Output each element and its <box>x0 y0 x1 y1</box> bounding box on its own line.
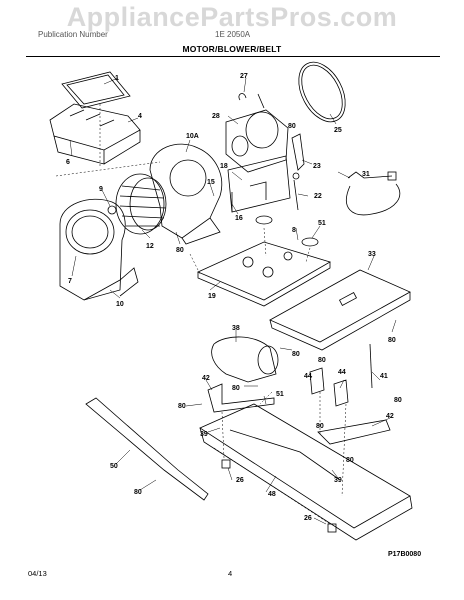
callout-7: 7 <box>68 278 72 285</box>
part-25-belt <box>298 61 346 123</box>
callout-44-a: 44 <box>304 373 312 380</box>
callout-33: 33 <box>368 251 376 258</box>
callout-48: 48 <box>268 491 276 498</box>
part-44-bracket <box>309 367 349 407</box>
callout-15: 15 <box>207 179 215 186</box>
part-26-foot <box>221 459 231 469</box>
publication-label: Publication Number <box>38 30 108 39</box>
callout-51-b: 51 <box>276 391 284 398</box>
callout-80-j: 80 <box>394 397 402 404</box>
part-42-bracket <box>207 383 275 413</box>
callout-80-i: 80 <box>316 423 324 430</box>
part-18-motor-mount <box>227 155 291 213</box>
callout-19: 19 <box>208 293 216 300</box>
callout-28: 28 <box>212 113 220 120</box>
callout-23: 23 <box>313 163 321 170</box>
callout-80-f: 80 <box>178 403 186 410</box>
part-41-rod <box>369 343 373 389</box>
callout-10: 10 <box>116 301 124 308</box>
part-26-foot-b <box>327 523 337 533</box>
watermark: AppliancePartsPros.com <box>66 2 398 32</box>
part-51-fitting <box>255 215 273 225</box>
part-10a-blower-housing <box>149 143 223 245</box>
callout-80-c: 80 <box>292 351 300 358</box>
part-38-exhaust-duct <box>211 336 279 383</box>
callout-50: 50 <box>110 463 118 470</box>
callout-27: 27 <box>240 73 248 80</box>
part-19-base-plate <box>197 241 332 307</box>
callout-22: 22 <box>314 193 322 200</box>
callout-31: 31 <box>362 171 370 178</box>
guide-lines <box>55 104 347 525</box>
callout-25: 25 <box>334 127 342 134</box>
callout-80-b: 80 <box>176 247 184 254</box>
callout-16: 16 <box>235 215 243 222</box>
diagram-code: P17B0080 <box>388 551 422 558</box>
callout-6: 6 <box>66 159 70 166</box>
page-title: MOTOR/BLOWER/BELT <box>182 44 282 54</box>
part-42-bracket-b <box>317 419 391 445</box>
part-31-harness <box>346 171 401 216</box>
callout-38: 38 <box>232 325 240 332</box>
callout-51-a: 51 <box>318 220 326 227</box>
callout-39-b: 39 <box>334 477 342 484</box>
callout-80-e: 80 <box>232 385 240 392</box>
callout-26-a: 26 <box>236 477 244 484</box>
callout-80-d: 80 <box>388 337 396 344</box>
callout-41: 41 <box>380 373 388 380</box>
callout-80-k: 80 <box>318 357 326 364</box>
callout-4: 4 <box>138 113 142 120</box>
footer-date: 04/13 <box>28 569 47 578</box>
part-23-idler <box>291 133 305 211</box>
title-rule <box>26 56 440 57</box>
callout-80-g: 80 <box>134 489 142 496</box>
part-50-side-panel <box>85 397 209 501</box>
part-51-fitting-b <box>301 237 319 247</box>
part-9-nut <box>107 205 117 215</box>
callout-39-a: 39 <box>200 431 208 438</box>
callout-42-b: 42 <box>386 413 394 420</box>
part-7-duct <box>59 198 139 301</box>
callout-8: 8 <box>292 227 296 234</box>
leader-lines <box>69 77 397 525</box>
callout-44-b: 44 <box>338 369 346 376</box>
callout-26-b: 26 <box>304 515 312 522</box>
part-1-gasket <box>61 71 131 109</box>
callout-10a: 10A <box>186 133 199 140</box>
callout-42-a: 42 <box>202 375 210 382</box>
callout-1: 1 <box>115 75 119 82</box>
part-48-base <box>199 403 413 541</box>
callout-9: 9 <box>99 186 103 193</box>
callout-80-a: 80 <box>288 123 296 130</box>
publication-number: 1E 2050A <box>215 30 251 39</box>
callout-18: 18 <box>220 163 228 170</box>
part-6-housing <box>49 103 141 165</box>
part-33-panel <box>269 269 411 351</box>
callout-80-h: 80 <box>346 457 354 464</box>
callout-12: 12 <box>146 243 154 250</box>
footer-page-number: 4 <box>228 569 233 578</box>
